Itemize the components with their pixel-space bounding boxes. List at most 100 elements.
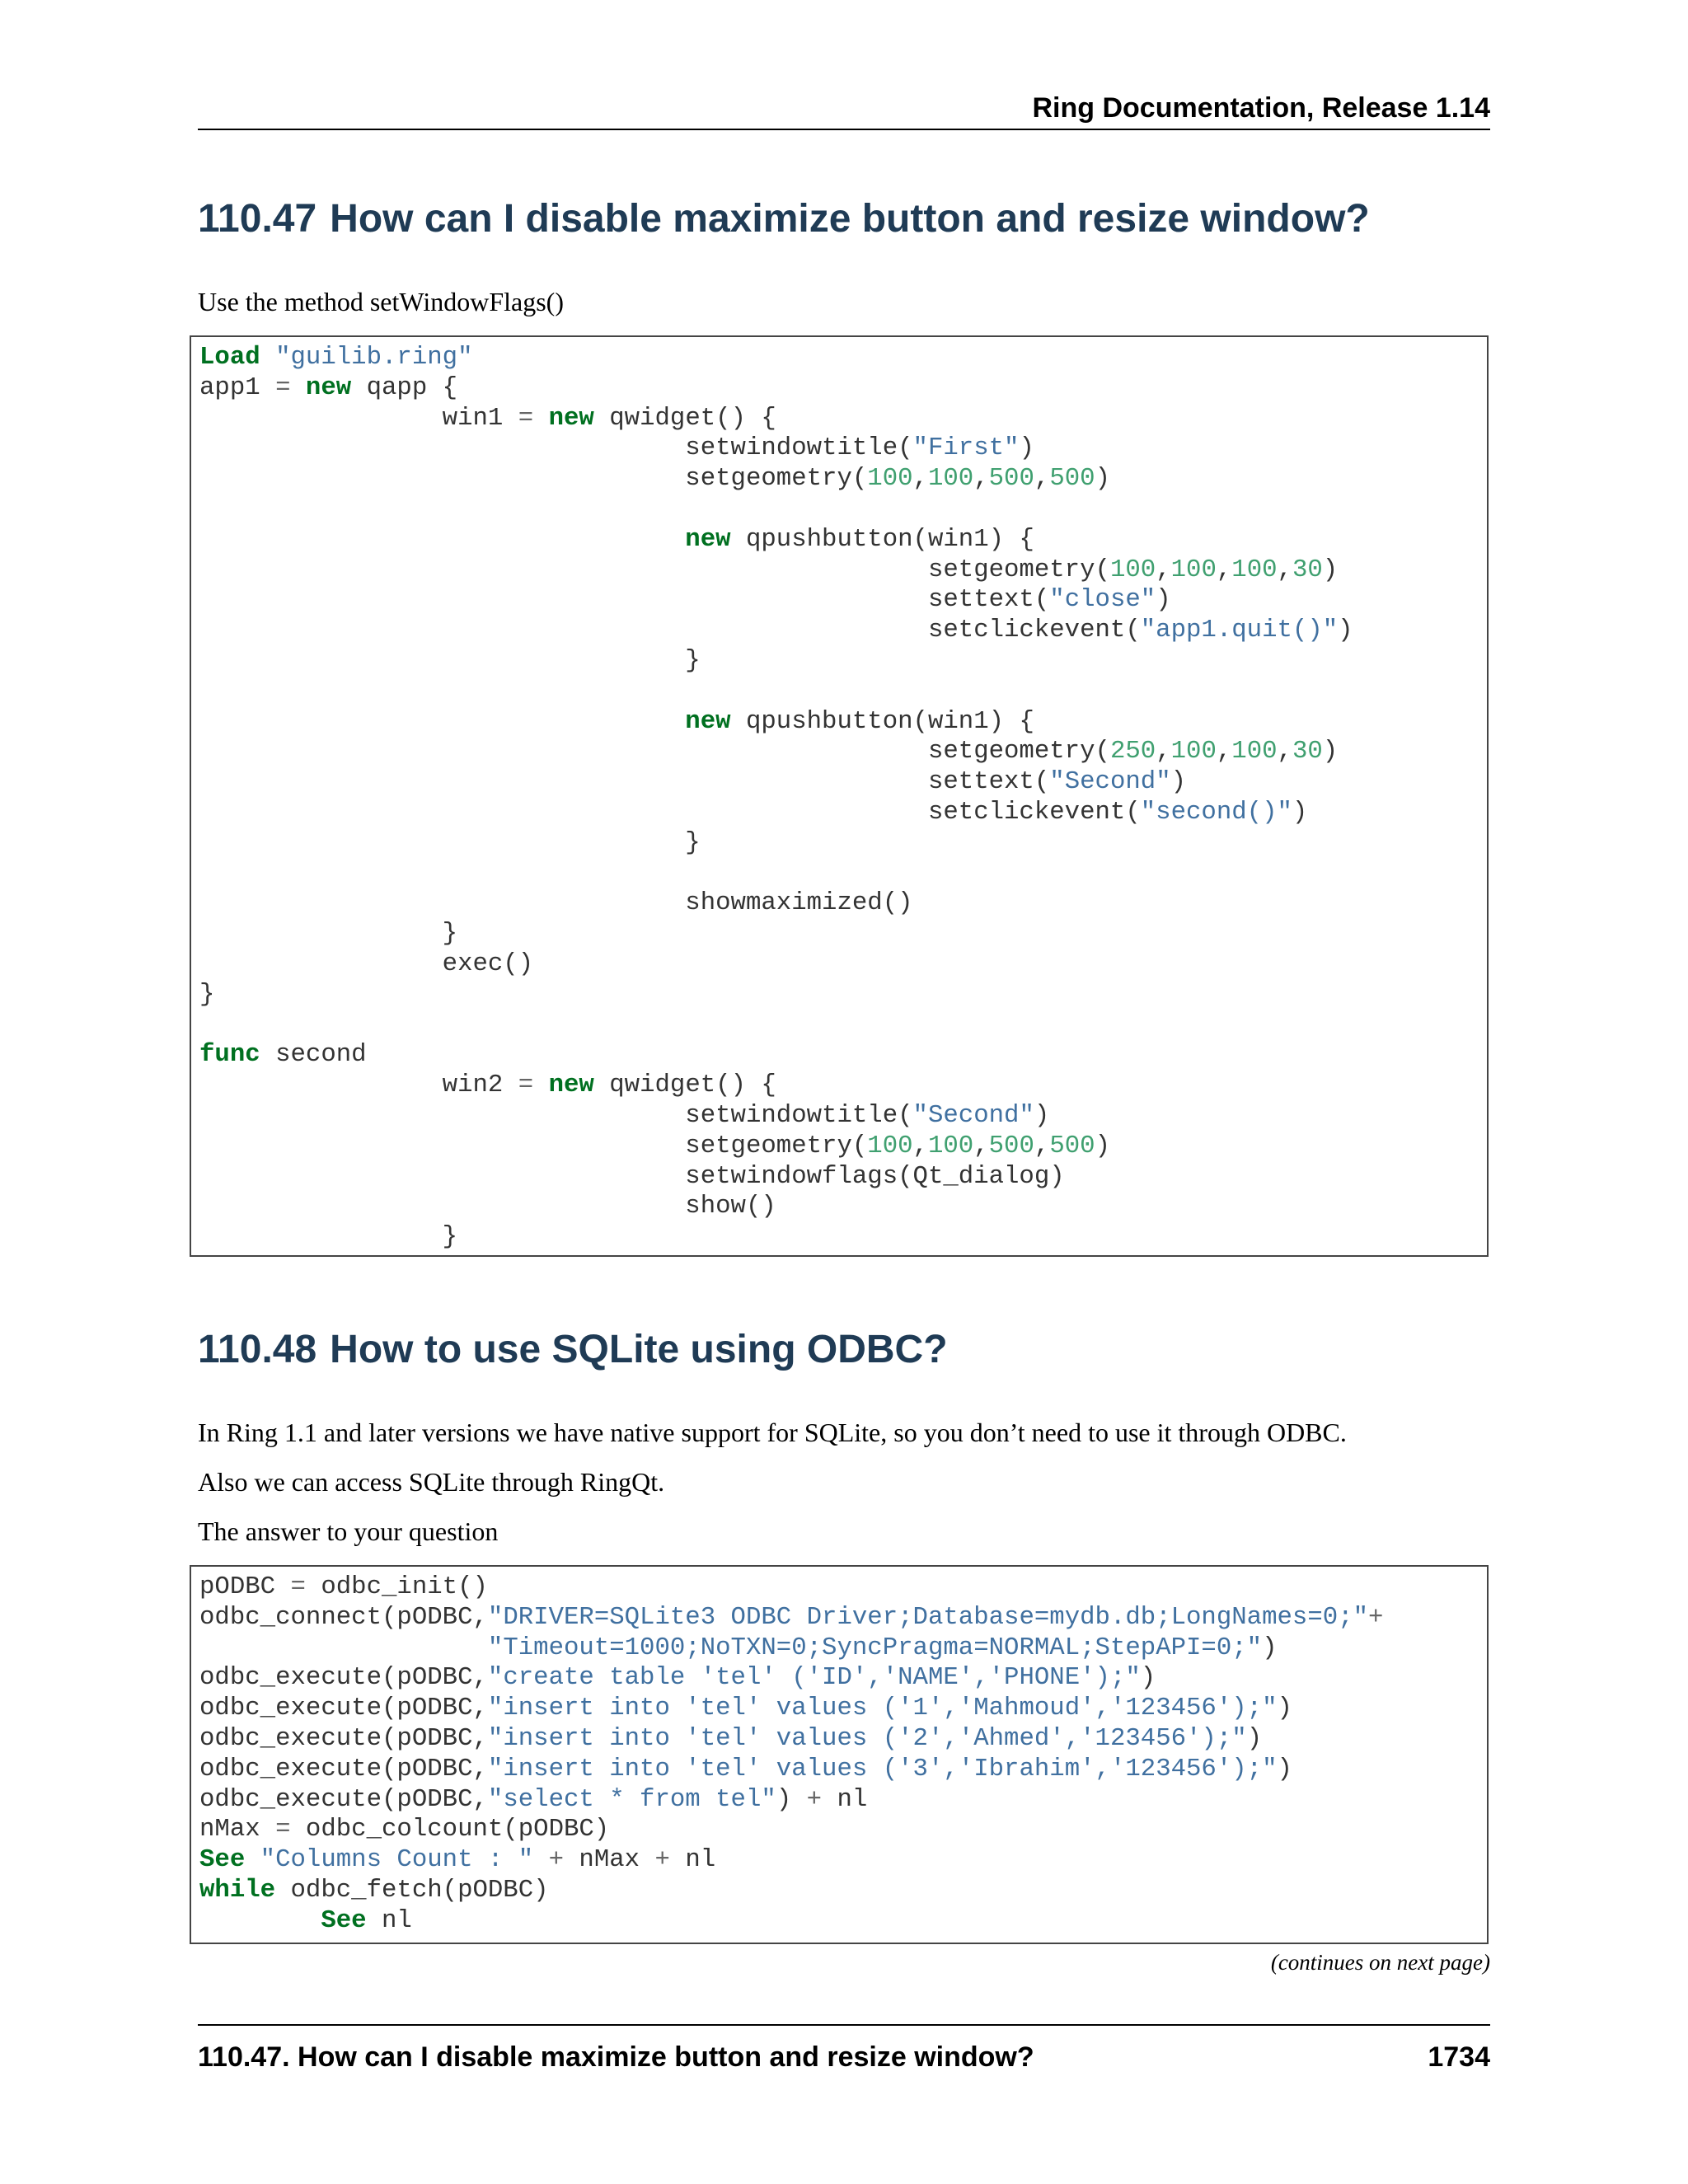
code-line: }	[199, 919, 458, 949]
code-line: settext("close")	[199, 585, 1171, 615]
code-line: setclickevent("second()")	[199, 797, 1308, 827]
code-token-num: 100	[1170, 737, 1217, 766]
code-token-num: 100	[867, 464, 913, 494]
header-rule	[198, 129, 1490, 130]
code-line: odbc_execute(pODBC,"insert into 'tel' va…	[199, 1694, 1292, 1723]
code-line: setclickevent("app1.quit()")	[199, 616, 1353, 645]
code-line: Load "guilib.ring"	[199, 343, 473, 372]
code-token-num: 500	[1049, 1131, 1095, 1160]
code-line: odbc_execute(pODBC,"create table 'tel' (…	[199, 1663, 1156, 1693]
code-token-str: "insert into 'tel' values ('1','Mahmoud'…	[487, 1694, 1278, 1723]
code-token-num: 30	[1292, 737, 1323, 766]
code-token-str: "insert into 'tel' values ('3','Ibrahim'…	[487, 1754, 1278, 1783]
code-line: settext("Second")	[199, 767, 1187, 797]
code-token-op: =	[275, 373, 291, 402]
section-heading-110-47: 110.47 How can I disable maximize button …	[198, 196, 1370, 241]
code-token-num: 30	[1292, 555, 1323, 584]
code-token-op: +	[1368, 1602, 1384, 1632]
code-token-str: "Columns Count : "	[260, 1845, 534, 1875]
code-token-kw: func	[199, 1040, 260, 1070]
code-line: win2 = new qwidget() {	[199, 1071, 776, 1100]
code-token-op: =	[275, 1815, 291, 1844]
code-token-op: +	[654, 1845, 670, 1875]
code-token-op: =	[290, 1572, 306, 1601]
code-token-num: 100	[927, 1131, 974, 1160]
page-number: 1734	[1428, 2041, 1490, 2073]
code-line: See nl	[321, 1905, 412, 1935]
code-line: "Timeout=1000;NoTXN=0;SyncPragma=NORMAL;…	[487, 1633, 1278, 1662]
code-token-str: "guilib.ring"	[275, 343, 473, 372]
code-token-kw: while	[199, 1875, 276, 1905]
header-title: Ring Documentation, Release 1.14	[1032, 92, 1491, 124]
continues-note: (continues on next page)	[1270, 1950, 1490, 1975]
code-token-kw: Load	[199, 343, 260, 372]
section-number: 110.47	[198, 197, 317, 241]
code-token-kw: new	[685, 706, 731, 736]
code-block-odbc: pODBC = odbc_init() odbc_connect(pODBC,"…	[190, 1565, 1489, 1944]
code-line: new qpushbutton(win1) {	[685, 706, 1034, 736]
code-token-str: "Timeout=1000;NoTXN=0;SyncPragma=NORMAL;…	[487, 1633, 1263, 1662]
running-footer: 110.47. How can I disable maximize butto…	[198, 2041, 1490, 2074]
code-line: win1 = new qwidget() {	[199, 403, 776, 433]
code-line: See "Columns Count : " + nMax + nl	[199, 1845, 716, 1875]
code-line: odbc_execute(pODBC,"insert into 'tel' va…	[199, 1723, 1263, 1753]
footer-rule	[198, 2024, 1490, 2026]
code-token-num: 500	[988, 1131, 1034, 1160]
code-token-str: "second()"	[1140, 797, 1292, 827]
code-token-kw: See	[321, 1905, 367, 1935]
code-token-str: "First"	[912, 434, 1020, 463]
code-token-kw: new	[548, 1071, 594, 1100]
paragraph-ringqt: Also we can access SQLite through RingQt…	[198, 1467, 665, 1497]
code-line: app1 = new qapp {	[199, 373, 458, 402]
code-line: new qpushbutton(win1) {	[685, 524, 1034, 554]
code-token-num: 100	[1231, 737, 1278, 766]
code-line: }	[199, 645, 701, 675]
code-line: }	[199, 1222, 458, 1252]
code-line: odbc_execute(pODBC,"insert into 'tel' va…	[199, 1754, 1292, 1783]
paragraph-native-sqlite: In Ring 1.1 and later versions we have n…	[198, 1418, 1347, 1447]
code-line: func second	[199, 1040, 367, 1070]
code-line: nMax = odbc_colcount(pODBC)	[199, 1815, 610, 1844]
code-token-str: "Second"	[912, 1100, 1034, 1130]
code-token-str: "create table 'tel' ('ID','NAME','PHONE'…	[487, 1663, 1141, 1693]
code-token-op: =	[518, 1071, 534, 1100]
code-line: setgeometry(100,100,500,500)	[199, 1131, 1110, 1160]
code-block-guilib: Load "guilib.ring" app1 = new qapp { win…	[190, 335, 1489, 1257]
code-line: }	[199, 827, 701, 857]
code-token-str: "DRIVER=SQLite3 ODBC Driver;Database=myd…	[487, 1602, 1369, 1632]
section-title: How can I disable maximize button and re…	[330, 197, 1370, 241]
code-token-str: "app1.quit()"	[1140, 616, 1339, 645]
code-token-num: 100	[1170, 555, 1217, 584]
section-title: How to use SQLite using ODBC?	[330, 1328, 948, 1371]
code-line: setgeometry(100,100,500,500)	[199, 464, 1110, 494]
code-line: setwindowflags(Qt_dialog)	[199, 1161, 1065, 1191]
code-token-kw: See	[199, 1845, 246, 1875]
code-line: setwindowtitle("First")	[199, 434, 1034, 463]
code-token-num: 100	[1109, 555, 1156, 584]
code-line: show()	[199, 1192, 776, 1221]
code-token-num: 100	[1231, 555, 1278, 584]
paragraph-answer: The answer to your question	[198, 1516, 499, 1546]
section-number: 110.48	[198, 1328, 317, 1371]
code-line: odbc_execute(pODBC,"select * from tel") …	[199, 1784, 868, 1814]
code-token-kw: new	[685, 524, 731, 554]
code-token-op: =	[518, 403, 534, 433]
code-token-kw: new	[305, 373, 352, 402]
code-line: setgeometry(100,100,100,30)	[199, 555, 1339, 584]
code-token-op: +	[806, 1784, 823, 1814]
code-line: exec()	[199, 949, 534, 978]
code-token-str: "insert into 'tel' values ('2','Ahmed','…	[487, 1723, 1247, 1753]
code-listing: Load "guilib.ring" app1 = new qapp { win…	[191, 337, 1487, 1253]
section-intro: Use the method setWindowFlags()	[198, 287, 564, 316]
code-line: while odbc_fetch(pODBC)	[199, 1875, 549, 1905]
code-token-num: 100	[927, 464, 974, 494]
code-line: }	[199, 979, 215, 1009]
code-token-op: +	[548, 1845, 564, 1875]
code-token-num: 100	[867, 1131, 913, 1160]
code-listing: pODBC = odbc_init() odbc_connect(pODBC,"…	[191, 1567, 1487, 1937]
footer-section-title: 110.47. How can I disable maximize butto…	[198, 2041, 1034, 2073]
section-heading-110-48: 110.48 How to use SQLite using ODBC?	[198, 1327, 948, 1372]
code-token-str: "select * from tel"	[487, 1784, 776, 1814]
code-token-num: 500	[1049, 464, 1095, 494]
code-token-num: 500	[988, 464, 1034, 494]
